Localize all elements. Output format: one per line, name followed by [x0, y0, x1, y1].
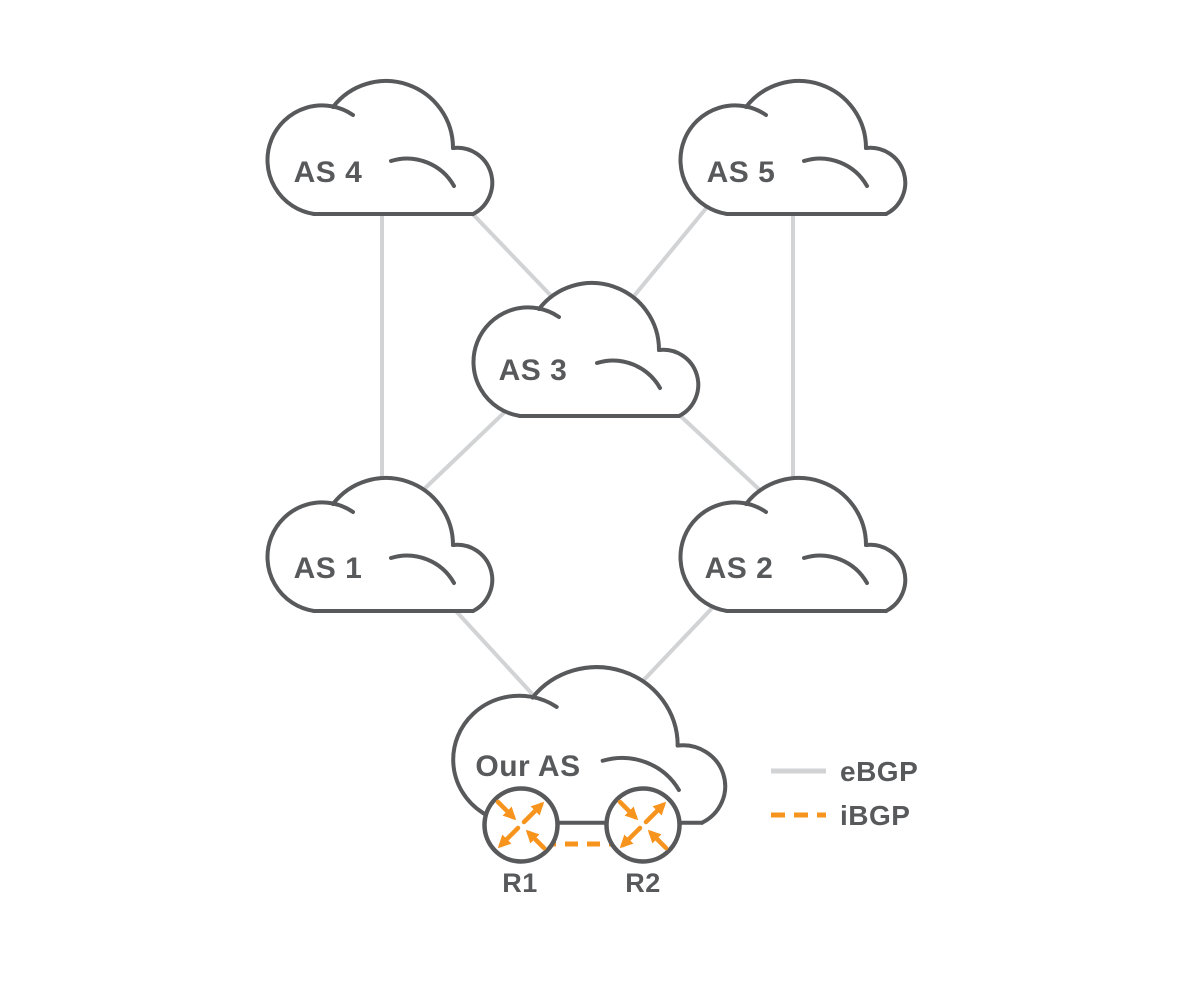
ebgp-link-as3-as2: [671, 407, 764, 494]
cloud-as5: [676, 80, 906, 214]
cloud-left-bump-arc: [267, 105, 353, 214]
cloud-as2: [676, 477, 906, 611]
cloud-body-as3: [469, 282, 699, 416]
router-circle-r1: [482, 786, 560, 864]
cloud-label-our-as: Our AS: [475, 750, 580, 783]
router-r1: [482, 786, 560, 864]
cloud-dome-arc: [333, 478, 453, 545]
cloud-inner-swirl-arc: [391, 159, 454, 186]
cloud-body-as4: [263, 80, 493, 214]
router-arrow-se-in: [525, 829, 547, 851]
router-label-r1: R1: [502, 868, 538, 898]
labels-layer: AS 4 AS 5 AS 3 AS 1 AS 2 Our AS R1 R2: [294, 156, 776, 898]
router-arrows-icon: [495, 799, 547, 851]
cloud-right-bump-arc: [659, 350, 698, 416]
cloud-dome-arc: [539, 283, 659, 350]
cloud-dome-arc: [333, 81, 453, 148]
cloud-inner-swirl-arc: [804, 159, 867, 186]
router-label-r2: R2: [625, 868, 661, 898]
cloud-body-as1: [263, 477, 493, 611]
cloud-as1: [263, 477, 493, 611]
router-r2: [604, 786, 682, 864]
cloud-left-bump-arc: [453, 696, 556, 823]
router-arrow-nw-in: [617, 799, 639, 821]
router-arrow-sw-out: [497, 825, 521, 849]
cloud-label-as3: AS 3: [499, 354, 568, 387]
routers-layer: [482, 786, 682, 864]
cloud-our-as: [448, 667, 726, 823]
ebgp-link-as3-as1: [418, 407, 510, 495]
cloud-as3: [469, 282, 699, 416]
ebgp-links-layer: [380, 204, 795, 699]
cloud-label-as5: AS 5: [707, 156, 776, 189]
ebgp-link-as5-as3: [632, 204, 710, 298]
cloud-left-bump-arc: [680, 502, 766, 611]
ebgp-link-as2-ouras: [638, 602, 718, 686]
cloud-right-bump-arc: [866, 148, 905, 214]
ebgp-link-as4-as3: [464, 205, 558, 303]
ebgp-link-as1-ouras: [453, 608, 537, 699]
cloud-inner-swirl-arc: [391, 556, 454, 583]
router-arrow-se-in: [647, 829, 669, 851]
cloud-inner-swirl-arc: [603, 758, 679, 790]
cloud-body-as2: [676, 477, 906, 611]
router-arrow-sw-out: [619, 825, 643, 849]
cloud-label-as4: AS 4: [294, 156, 363, 189]
cloud-label-as2: AS 2: [705, 552, 774, 585]
router-arrow-ne-out: [521, 801, 545, 825]
router-arrow-nw-in: [495, 799, 517, 821]
cloud-dome-arc: [746, 81, 866, 148]
legend-label-ebgp: eBGP: [840, 756, 918, 787]
router-arrow-ne-out: [643, 801, 667, 825]
cloud-right-bump-arc: [453, 545, 492, 611]
cloud-left-bump-arc: [680, 105, 766, 214]
cloud-body-our-as: [448, 667, 726, 823]
router-circle-r2: [604, 786, 682, 864]
cloud-dome-arc: [746, 478, 866, 545]
cloud-inner-swirl-arc: [597, 361, 660, 388]
router-arrows-icon: [617, 799, 669, 851]
cloud-right-bump-arc: [678, 745, 726, 823]
legend: eBGP iBGP: [771, 756, 918, 831]
cloud-as4: [263, 80, 493, 214]
cloud-right-bump-arc: [866, 545, 905, 611]
cloud-left-bump-arc: [267, 502, 353, 611]
cloud-left-bump-arc: [473, 307, 559, 416]
legend-label-ibgp: iBGP: [840, 800, 910, 831]
clouds-layer: [263, 80, 906, 823]
cloud-dome-arc: [532, 667, 677, 745]
cloud-inner-swirl-arc: [804, 556, 867, 583]
cloud-right-bump-arc: [453, 148, 492, 214]
cloud-label-as1: AS 1: [294, 552, 363, 585]
cloud-body-as5: [676, 80, 906, 214]
